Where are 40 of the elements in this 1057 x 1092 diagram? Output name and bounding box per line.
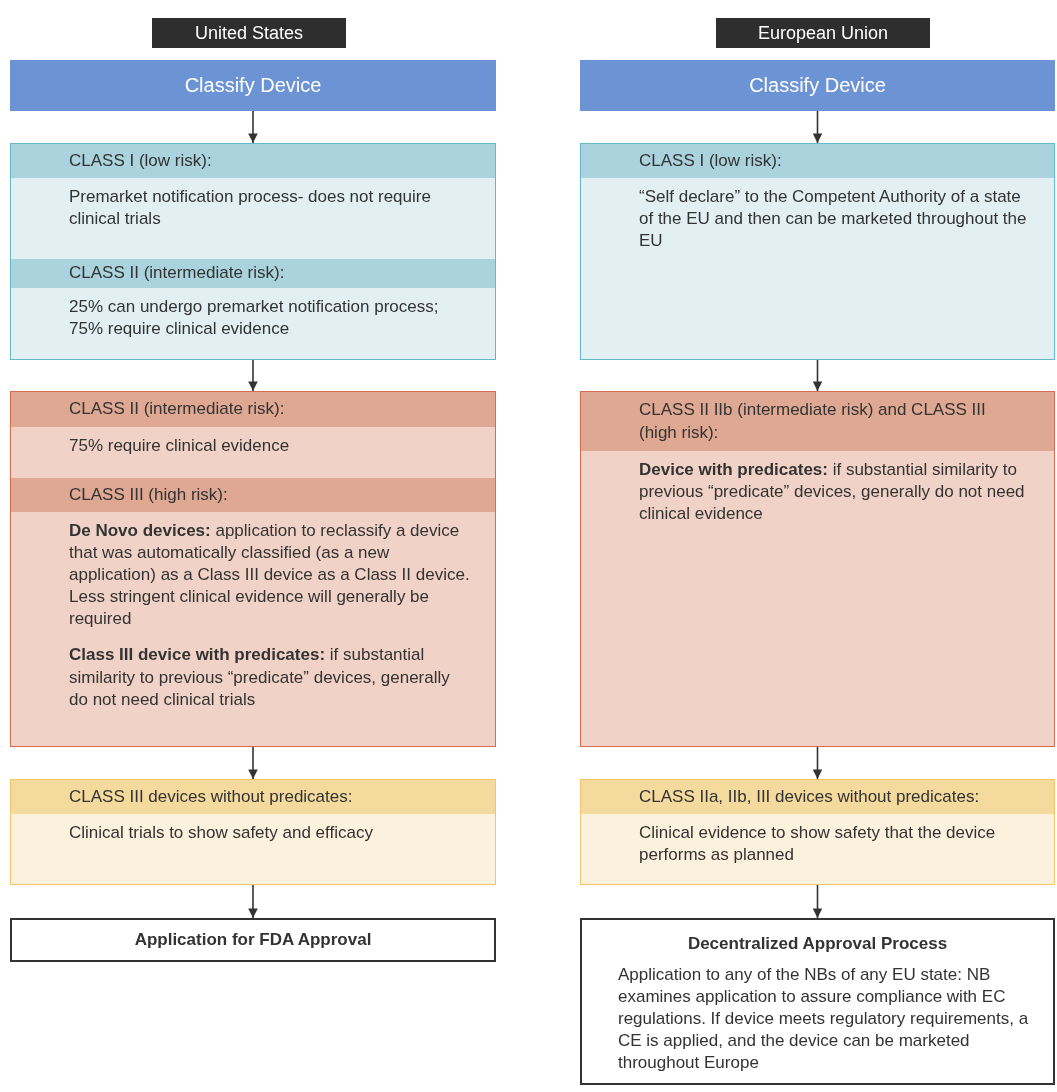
process-box (580, 143, 1055, 360)
description-text: Class III device with predicates: if substantial similarity to previous “predicate” devices, generally do not need clinical trials (69, 644, 451, 711)
section-header: CLASS III devices without predicates: (11, 780, 495, 814)
process-box (10, 779, 496, 885)
section-header: CLASS II IIb (intermediate risk) and CLASS III (high risk): (581, 392, 1054, 451)
description-text: “Self declare” to the Competent Authority of a state of the EU and then can be marketed throughout the EU (639, 186, 1028, 253)
section-header: CLASS II (intermediate risk): (11, 259, 495, 288)
column-title: European Union (716, 18, 930, 48)
section-header: CLASS I (low risk): (11, 144, 495, 178)
section-header: CLASS III (high risk): (11, 478, 495, 512)
end-box (580, 918, 1055, 1085)
description-text: Clinical evidence to show safety that the device performs as planned (639, 822, 997, 867)
process-box (580, 779, 1055, 885)
section-header: CLASS II (intermediate risk): (11, 392, 495, 427)
description-text: Device with predicates: if substantial similarity to previous “predicate” devices, generally do not need clinical evidence (639, 459, 1026, 526)
description-text: 75% require clinical evidence (69, 435, 291, 457)
process-box (10, 143, 496, 360)
column-title: United States (152, 18, 346, 48)
description-text: De Novo devices: application to reclassify a device that was automatically classified (as a new application) as a Class III device as a Class II device. Less stringent clinical evidence will generally be required (69, 520, 471, 631)
description-text: Clinical trials to show safety and efficacy (69, 822, 374, 844)
description-text: 25% can undergo premarket notification process; 75% require clinical evidence (69, 296, 440, 341)
end-heading: Decentralized Approval Process (686, 934, 949, 954)
arrow (812, 884, 823, 919)
start-box: Classify Device (580, 60, 1055, 111)
arrow (248, 884, 258, 919)
arrow (812, 359, 823, 392)
section-header: CLASS I (low risk): (581, 144, 1054, 178)
start-box: Classify Device (10, 60, 496, 111)
process-box (580, 391, 1055, 747)
arrow (248, 359, 258, 392)
process-box (10, 391, 496, 747)
arrow (812, 110, 823, 144)
end-text: Application to any of the NBs of any EU state: NB examines application to assure compliance with EC regulations. If device meets regulatory requirements, a CE is applied, and the device can be marketed throughout Europe (618, 964, 1030, 1075)
end-box (10, 918, 496, 962)
description-text: Premarket notification process- does not require clinical trials (69, 186, 432, 231)
arrow (812, 746, 823, 780)
arrow (248, 746, 258, 780)
section-header: CLASS IIa, IIb, III devices without predicates: (581, 780, 1054, 814)
end-text: Application for FDA Approval (133, 930, 373, 950)
arrow (248, 110, 258, 144)
